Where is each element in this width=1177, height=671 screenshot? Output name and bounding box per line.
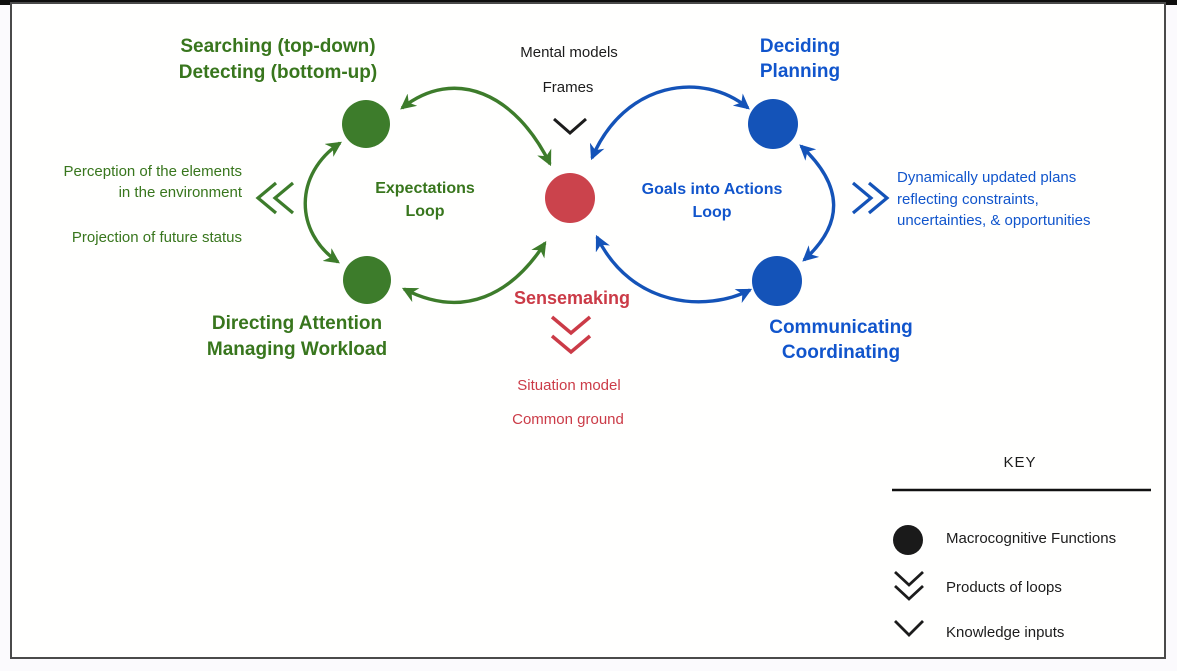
heading-line: Coordinating bbox=[781, 342, 901, 363]
key-double-chevron-down-icon bbox=[894, 570, 924, 587]
actions-loop-bottom-arrow bbox=[595, 234, 753, 304]
heading-line: Planning bbox=[759, 61, 841, 82]
key-single-chevron-down-icon bbox=[894, 620, 924, 637]
output-line: uncertainties, & opportunities bbox=[897, 212, 1091, 229]
heading-line: Directing Attention bbox=[211, 313, 383, 334]
expectations-loop-label: Expectations Loop bbox=[375, 177, 475, 223]
heading-line: Searching (top-down) bbox=[180, 36, 376, 57]
heading-line: Communicating bbox=[769, 317, 913, 338]
communicating-heading: Communicating Coordinating bbox=[769, 315, 913, 365]
directing-attention-node bbox=[343, 256, 391, 304]
loop-label-line: Loop bbox=[692, 204, 732, 221]
key-item-label-knowledge: Knowledge inputs bbox=[946, 624, 1065, 641]
output-line: reflecting constraints, bbox=[897, 190, 1039, 208]
deciding-planning-heading: Deciding Planning bbox=[760, 34, 840, 84]
sensemaking-label: Sensemaking bbox=[513, 288, 631, 308]
sensemaking-products-chevron-icon bbox=[550, 334, 592, 355]
right-output-text: Dynamically updated plans reflecting con… bbox=[897, 167, 1090, 232]
heading-line: Deciding bbox=[759, 36, 841, 57]
knowledge-input-chevron-icon bbox=[553, 117, 587, 135]
heading-line: Managing Workload bbox=[206, 339, 388, 360]
situation-model-label: Situation model bbox=[517, 377, 621, 394]
heading-line: Detecting (bottom-up) bbox=[178, 62, 378, 83]
output-line: Perception of the elements bbox=[63, 163, 242, 180]
output-line: Dynamically updated plans bbox=[897, 169, 1077, 186]
right-output-double-chevron-icon bbox=[851, 181, 874, 215]
sensemaking-products-chevron-icon bbox=[550, 315, 592, 336]
output-line: in the environment bbox=[118, 184, 242, 201]
loop-label-line: Loop bbox=[405, 203, 445, 220]
expectations-loop-top-arrow bbox=[400, 86, 552, 167]
frames-label: Frames bbox=[542, 79, 594, 96]
left-output-text: Perception of the elements in the enviro… bbox=[18, 161, 242, 203]
left-output-double-chevron-icon bbox=[272, 181, 295, 215]
key-filled-circle-icon bbox=[893, 525, 923, 555]
left-output-double-chevron-icon bbox=[255, 181, 278, 215]
key-title: KEY bbox=[1003, 454, 1037, 471]
directing-attention-heading: Directing Attention Managing Workload bbox=[207, 311, 387, 363]
expectations-loop-left-arrow bbox=[303, 141, 342, 264]
deciding-planning-node bbox=[748, 99, 798, 149]
actions-loop-right-arrow bbox=[799, 144, 836, 262]
expectations-loop-bottom-arrow bbox=[401, 241, 547, 305]
searching-detecting-node bbox=[342, 100, 390, 148]
loop-label-line: Expectations bbox=[375, 180, 475, 197]
sensemaking-node bbox=[545, 173, 595, 223]
diagram-border-frame bbox=[10, 2, 1166, 659]
key-double-chevron-down-icon bbox=[894, 584, 924, 601]
common-ground-label: Common ground bbox=[512, 411, 624, 428]
left-output-text-b: Projection of future status bbox=[71, 229, 242, 246]
loop-label-line: Goals into Actions bbox=[641, 181, 783, 198]
communicating-node bbox=[752, 256, 802, 306]
key-item-label-macrocognitive: Macrocognitive Functions bbox=[946, 530, 1117, 547]
right-output-double-chevron-icon bbox=[867, 181, 890, 215]
actions-loop-top-arrow bbox=[589, 85, 750, 161]
goals-into-actions-loop-label: Goals into Actions Loop bbox=[642, 178, 783, 224]
mental-models-label: Mental models bbox=[520, 44, 618, 61]
key-item-label-products: Products of loops bbox=[946, 579, 1062, 596]
searching-detecting-heading: Searching (top-down) Detecting (bottom-u… bbox=[179, 34, 377, 86]
